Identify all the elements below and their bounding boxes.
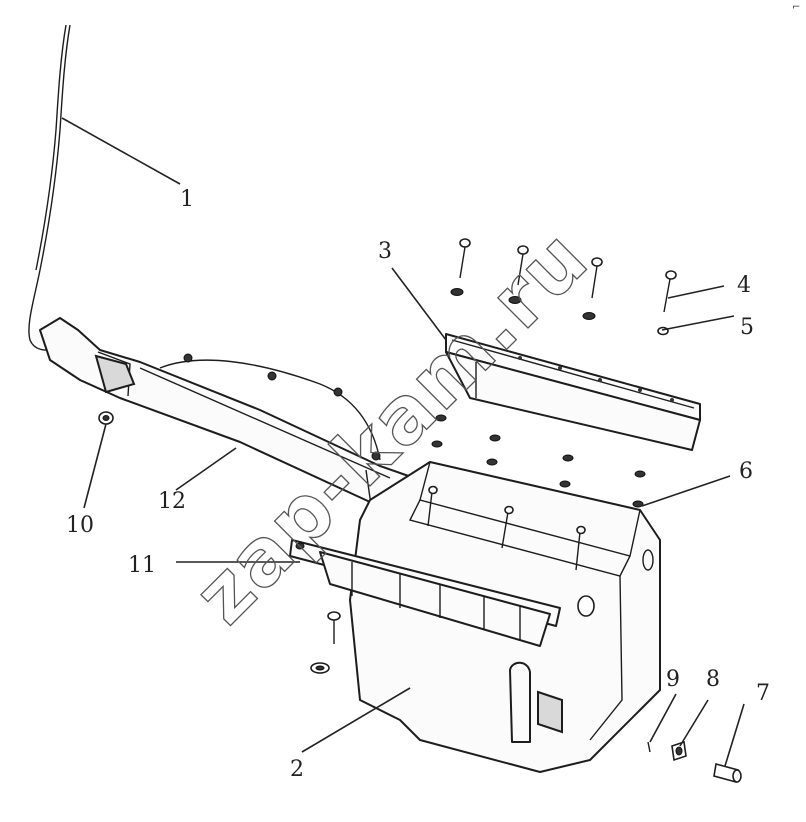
callout-6: 6: [739, 459, 753, 484]
leader-3: [391, 267, 447, 341]
leader-4: [667, 285, 725, 299]
part-11-lower-bracket: [289, 539, 561, 647]
leader-5: [661, 315, 735, 331]
leader-lines: [61, 117, 745, 767]
callout-11: 11: [128, 553, 156, 578]
leader-1: [61, 117, 181, 185]
leader-7: [724, 703, 745, 767]
part-4-bolt: [663, 270, 677, 313]
callout-10: 10: [66, 513, 94, 538]
upper-bolts: [450, 238, 603, 320]
callout-9: 9: [666, 667, 680, 692]
corner-mark: ⌐: [792, 2, 800, 13]
leader-9: [649, 693, 677, 743]
leader-8: [679, 699, 709, 747]
callout-1: 1: [180, 187, 194, 212]
part-8-nut: [671, 740, 687, 762]
leader-6: [641, 475, 731, 507]
callout-labels: 1 2 3 4 5 6 7 8 9 10 11 12: [66, 187, 770, 782]
callout-2: 2: [290, 757, 304, 782]
callout-4: 4: [737, 273, 751, 298]
callout-7: 7: [756, 681, 770, 706]
callout-5: 5: [740, 315, 754, 340]
callout-3: 3: [378, 239, 392, 264]
leader-10: [83, 423, 107, 509]
part-7-bolt: [713, 762, 742, 784]
part-10-nut: [98, 411, 114, 425]
loose-nuts: [431, 414, 646, 508]
leader-12: [175, 447, 237, 491]
leader-2: [301, 687, 411, 753]
part-9-pin: [647, 741, 651, 753]
part-1-cable: [28, 24, 71, 351]
callout-12: 12: [158, 489, 186, 514]
callout-8: 8: [706, 667, 720, 692]
part-3-bracket: [445, 333, 701, 451]
